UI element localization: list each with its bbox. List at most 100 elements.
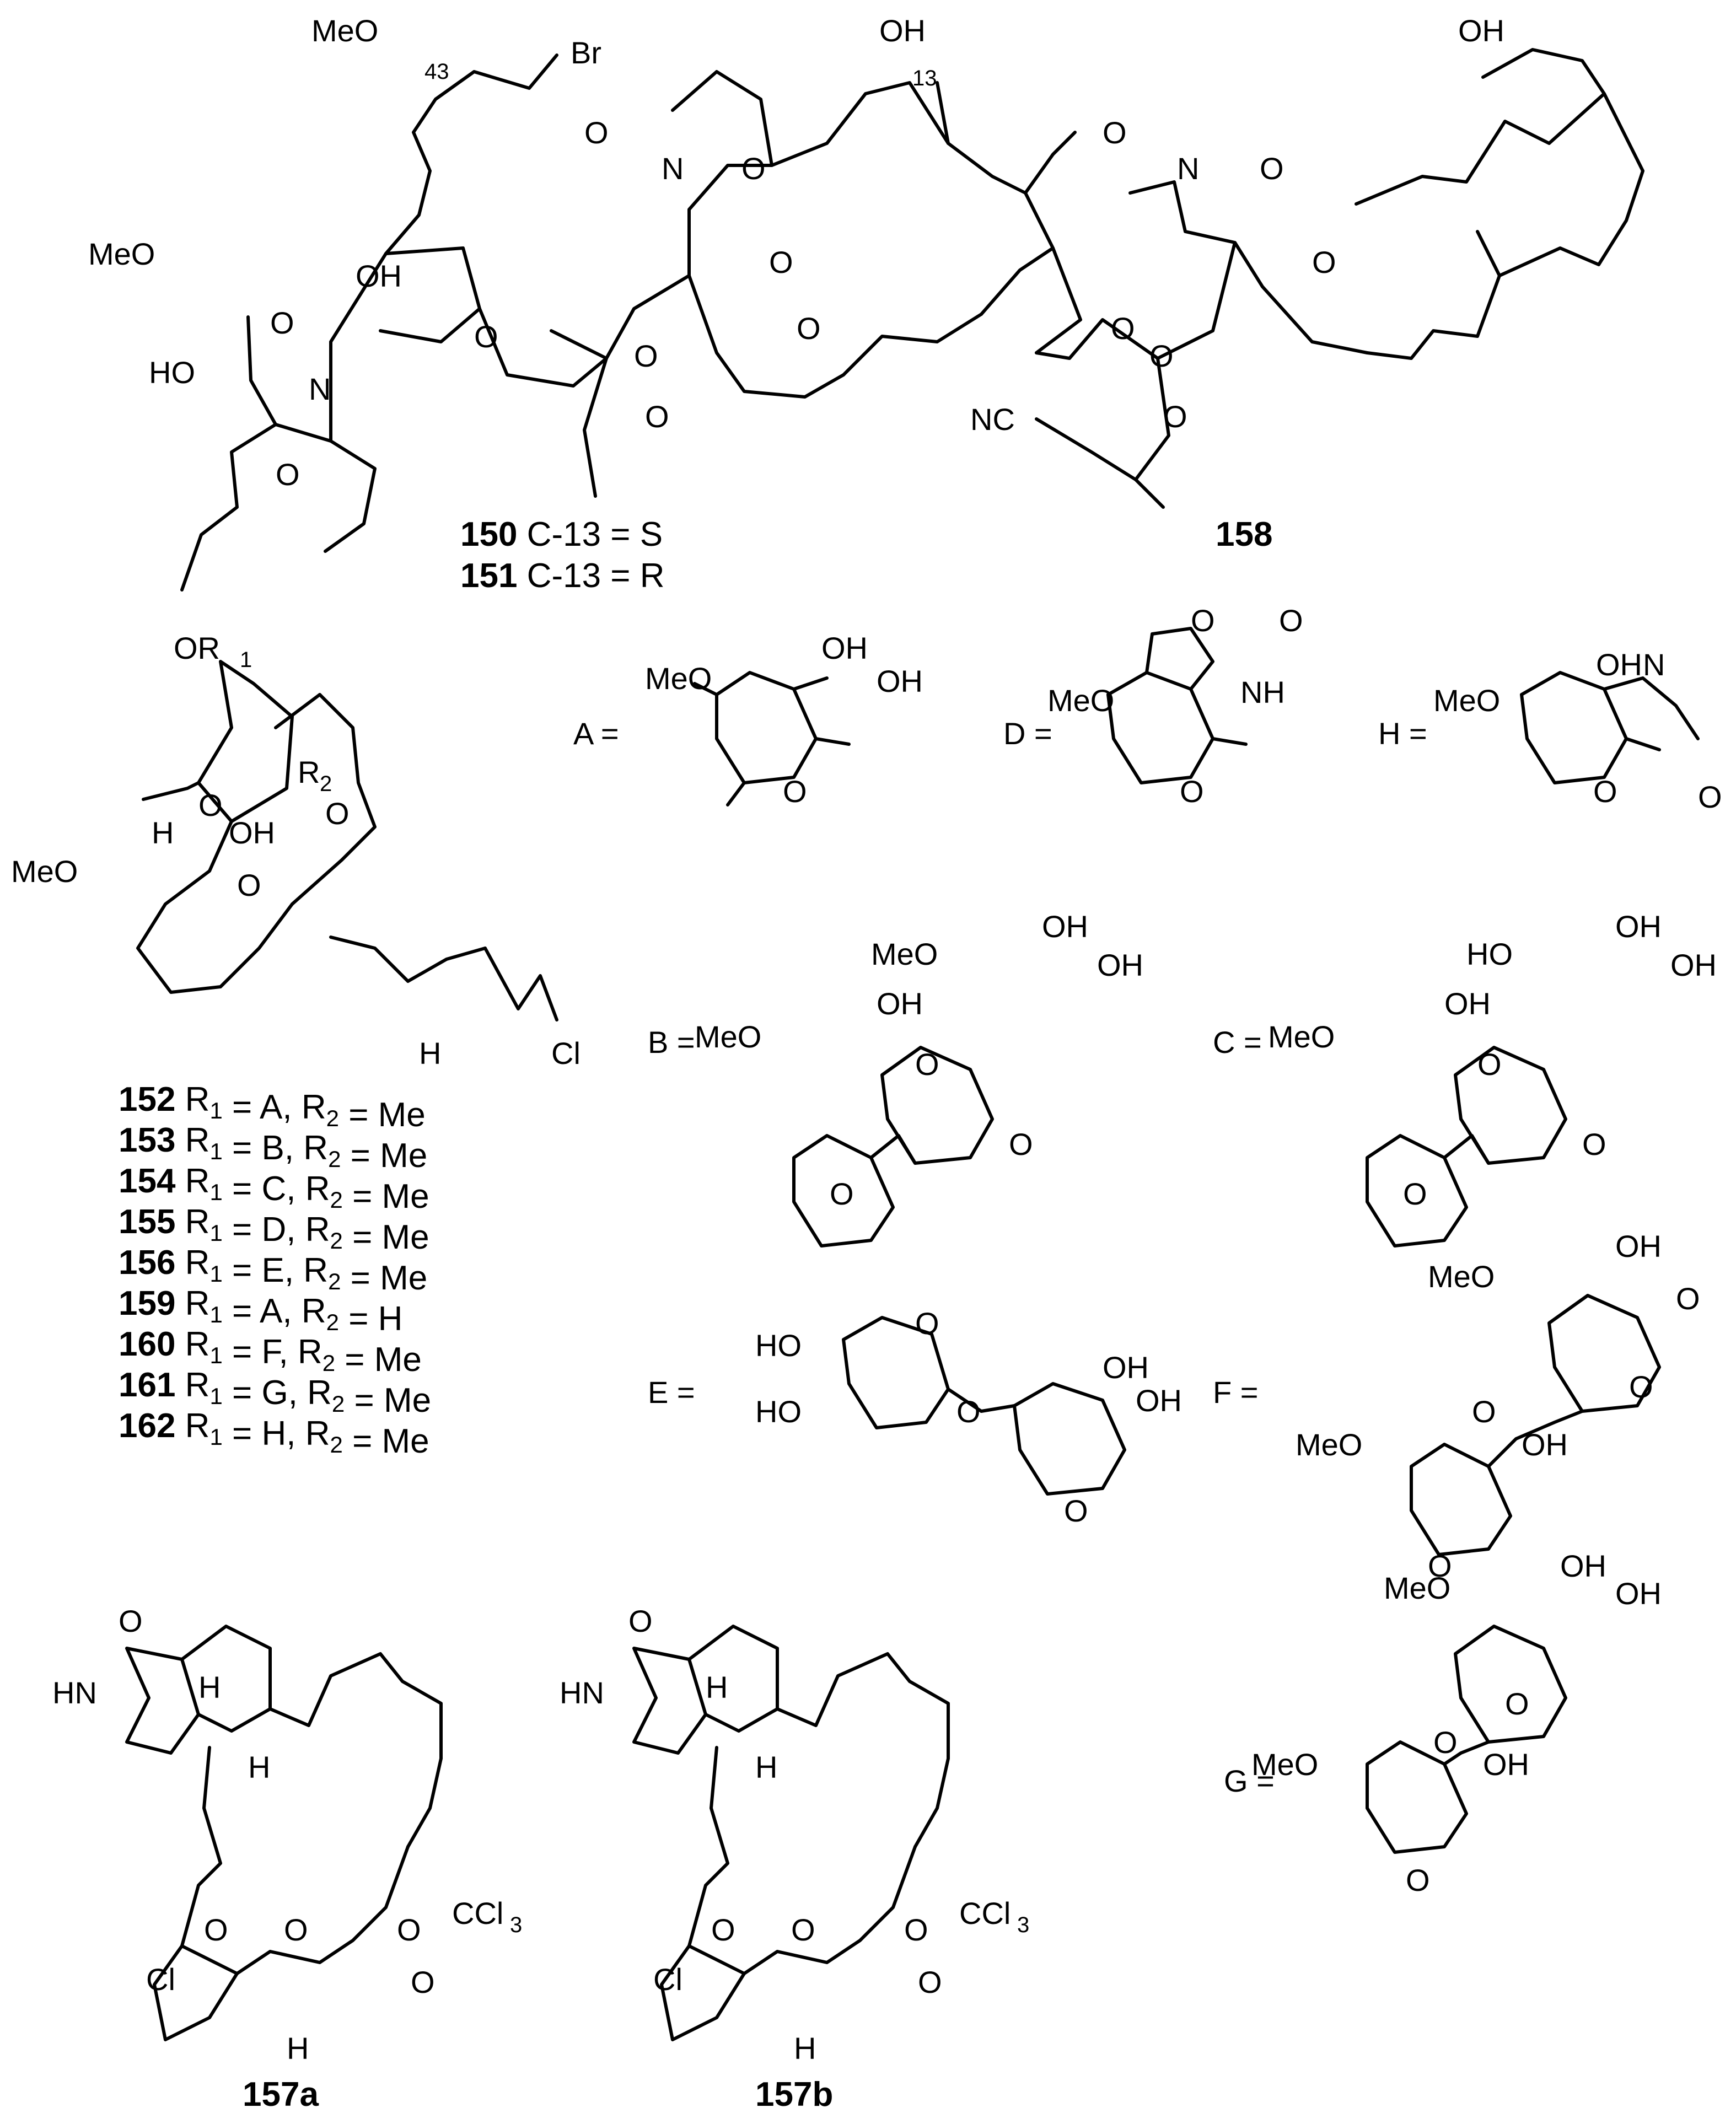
sugar-b xyxy=(792,1046,994,1248)
atom-label: O xyxy=(1629,1369,1653,1404)
atom-label: H xyxy=(706,1670,728,1705)
compound-list-row: 159 R1 = A, R2 = H xyxy=(119,1284,402,1338)
atom-label: MeO xyxy=(695,1019,761,1054)
atom-label: CCl xyxy=(959,1896,1011,1931)
atom-label: O xyxy=(237,868,261,902)
atom-label: H xyxy=(287,2031,309,2066)
compound-list-row: 156 R1 = E, R2 = Me xyxy=(119,1244,427,1297)
label-B: B = xyxy=(648,1025,695,1060)
atom-label: Cl xyxy=(653,1962,682,1997)
label-H: H = xyxy=(1378,716,1427,751)
caption-157b: 157b xyxy=(755,2076,833,2113)
atom-label: HO xyxy=(755,1394,802,1429)
atom-label: MeO xyxy=(645,661,712,696)
captions: 150 C-13 = S 151 C-13 = R 158 157a 157b xyxy=(243,515,1272,2113)
atom-label: O xyxy=(1064,1493,1088,1528)
structure-150-151 xyxy=(180,53,1082,592)
atom-label: O xyxy=(783,774,807,809)
atom-label: OH xyxy=(1136,1383,1182,1418)
atom-label: MeO xyxy=(1251,1747,1318,1782)
atom-label: N xyxy=(309,372,331,406)
atom-label: OH xyxy=(356,259,402,293)
label-A: A = xyxy=(573,716,619,751)
atom-label: O xyxy=(791,1912,815,1947)
atom-label: H xyxy=(794,2031,816,2066)
atom-label: MeO xyxy=(1268,1019,1335,1054)
atom-label: O xyxy=(1472,1394,1496,1429)
atom-label: HO xyxy=(1466,937,1513,971)
atom-label: OH xyxy=(1444,986,1491,1021)
atom-label: O xyxy=(1163,399,1187,434)
caption-150: 150 C-13 = S xyxy=(460,515,663,553)
atom-label: Cl xyxy=(146,1962,175,1997)
atom-label: Cl xyxy=(551,1036,581,1071)
caption-151: 151 C-13 = R xyxy=(460,557,665,595)
atom-label: O xyxy=(1406,1863,1430,1897)
compound-list-row: 160 R1 = F, R2 = Me xyxy=(119,1325,422,1379)
atom-label: O xyxy=(904,1912,928,1947)
atom-label: O xyxy=(797,311,821,346)
compound-list-row: 161 R1 = G, R2 = Me xyxy=(119,1366,431,1420)
atom-label: MeO xyxy=(871,937,938,971)
atom-label: O xyxy=(1582,1127,1606,1162)
atom-label: MeO xyxy=(11,854,78,889)
atom-label: O xyxy=(711,1912,735,1947)
subscript: 3 xyxy=(510,1913,522,1937)
atom-label: H xyxy=(198,1670,221,1705)
compound-list-row: 162 R1 = H, R2 = Me xyxy=(119,1407,429,1460)
atom-label: O xyxy=(769,245,793,279)
subscript: 1 xyxy=(240,648,252,672)
atom-label: N xyxy=(662,151,684,186)
atom-label: OH xyxy=(229,815,275,850)
atom-label: OH xyxy=(821,631,868,665)
atom-label: O xyxy=(628,1604,653,1638)
sugar-d xyxy=(1106,627,1248,784)
locant-label: 13 xyxy=(912,66,937,90)
atom-label: H xyxy=(755,1750,777,1784)
atom-label: O xyxy=(1279,603,1303,638)
compound-list-row: 155 R1 = D, R2 = Me xyxy=(119,1203,429,1256)
atom-label: OH xyxy=(1483,1747,1529,1782)
substituent-labels: A = D = H = B = C = E = F = G = xyxy=(573,716,1427,1798)
label-C: C = xyxy=(1213,1025,1262,1060)
sugar-e xyxy=(842,1316,1126,1496)
atom-label: N xyxy=(1177,151,1199,186)
atom-label: O xyxy=(474,319,498,354)
label-G: G = xyxy=(1224,1763,1275,1798)
atom-label: O xyxy=(1698,779,1722,814)
compound-list-row: 153 R1 = B, R2 = Me xyxy=(119,1121,427,1175)
atom-label: O xyxy=(634,338,658,373)
atom-label: OH xyxy=(1670,948,1717,982)
atom-label: O xyxy=(830,1176,854,1211)
atom-label: O xyxy=(397,1912,421,1947)
atom-label: OH xyxy=(1042,909,1088,944)
atom-label: OH xyxy=(879,13,926,48)
atom-label: O xyxy=(1403,1176,1427,1211)
atom-label: HO xyxy=(149,355,195,390)
atom-label: HN xyxy=(560,1675,604,1710)
subscript: 2 xyxy=(320,772,332,796)
atom-label: O xyxy=(284,1912,308,1947)
atom-label: O xyxy=(584,115,609,150)
atom-label: MeO xyxy=(1428,1259,1495,1294)
sugar-g xyxy=(1366,1625,1567,1854)
atom-label: CCl xyxy=(452,1896,503,1931)
structure-152-core xyxy=(136,660,558,1021)
atom-label: O xyxy=(270,305,294,340)
atom-label: MeO xyxy=(1296,1427,1362,1462)
sugar-a xyxy=(693,671,851,807)
label-F: F = xyxy=(1213,1375,1258,1410)
atom-label: O xyxy=(915,1306,939,1341)
atom-label: OH xyxy=(1615,909,1662,944)
atom-labels: MeO 43 Br OH 13 O N O O O O O O OH MeO O… xyxy=(11,13,1722,2066)
atom-label: O xyxy=(1260,151,1284,186)
atom-label: HN xyxy=(52,1675,97,1710)
atom-label: NH xyxy=(1240,675,1285,709)
atom-label: OH xyxy=(1596,647,1642,682)
compound-list-row: 152 R1 = A, R2 = Me xyxy=(119,1080,426,1134)
label-E: E = xyxy=(648,1375,695,1410)
atom-label: OH xyxy=(1103,1350,1149,1385)
atom-label: O xyxy=(1149,338,1174,373)
subscript: 3 xyxy=(1017,1913,1029,1937)
atom-label: O xyxy=(1180,774,1204,809)
